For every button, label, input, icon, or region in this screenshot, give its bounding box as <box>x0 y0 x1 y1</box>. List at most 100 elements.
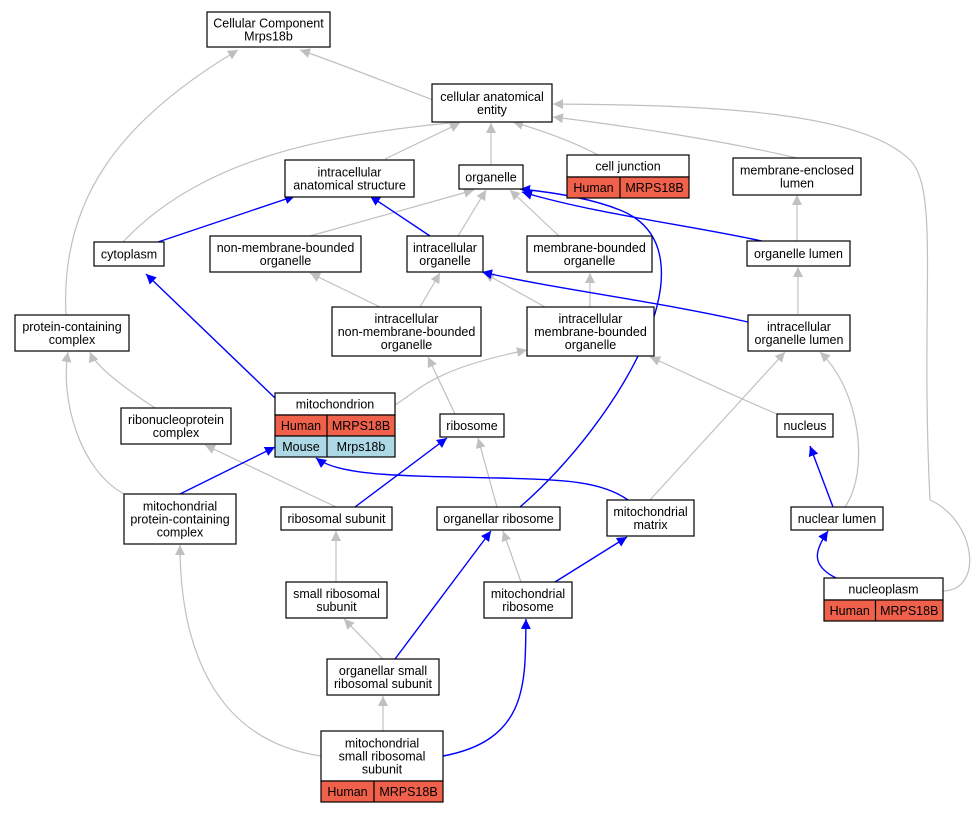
node-box <box>331 306 482 357</box>
node-label-line: mitochondrial <box>613 505 687 519</box>
annotation-gene: MRPS18B <box>332 419 390 433</box>
edge-cae-to-root <box>299 48 434 101</box>
orib-node[interactable]: organellar ribosome <box>436 506 561 531</box>
node-box <box>209 235 362 273</box>
node-label-line: organelle <box>465 171 516 185</box>
node-box <box>483 581 573 619</box>
edge-inmbo-to-nmbo <box>309 272 381 308</box>
edge-mrib-to-mmatrix <box>554 536 628 583</box>
nlumen-node[interactable]: nuclear lumen <box>790 506 884 531</box>
ribosome-node[interactable]: ribosome <box>439 413 505 438</box>
edge-pcc-to-root <box>65 49 239 316</box>
node-label-line: intracellular <box>413 241 477 255</box>
node-box <box>280 506 393 531</box>
edge-orib-to-ribosome <box>475 437 498 508</box>
edge-orib-to-organelle <box>519 185 663 508</box>
annotation-species: Human <box>327 785 367 799</box>
node-label-line: entity <box>477 103 508 117</box>
edge-mito-to-imbo <box>394 347 528 406</box>
node-box <box>406 235 484 273</box>
rsu-node[interactable]: ribosomal subunit <box>280 506 393 531</box>
node-label-line: intracellular <box>559 312 623 326</box>
node-box <box>606 499 695 537</box>
edge-imbo-to-io <box>483 272 546 308</box>
node-label-line: membrane-bounded <box>534 325 647 339</box>
edge-mpcc-to-pcc <box>61 351 125 495</box>
node-label-line: membrane-enclosed <box>740 164 854 178</box>
node-box <box>526 235 653 273</box>
node-box <box>431 83 553 123</box>
node-label-line: nucleoplasm <box>848 583 918 597</box>
edge-ol-to-organelle <box>521 190 767 243</box>
edge-mpcc-to-mito <box>179 446 276 495</box>
node-label-line: organelle <box>564 254 615 268</box>
annotation-species: Human <box>281 419 321 433</box>
edge-mmatrix-to-mito <box>315 457 629 501</box>
edge-nucleoplasm-to-nlumen <box>816 530 837 579</box>
edge-mel-to-cae <box>552 113 798 159</box>
edge-io-to-ias <box>369 195 431 237</box>
node-label-line: protein-containing <box>22 320 121 334</box>
ol-node[interactable]: organelle lumen <box>746 240 851 267</box>
annotation-cell-bg <box>823 599 944 622</box>
edge-mmatrix-to-iol <box>649 351 786 501</box>
edge-osrsu-to-orib <box>394 530 492 660</box>
node-box <box>747 314 851 352</box>
edge-celljunction-to-cae <box>512 120 599 156</box>
edges <box>61 48 971 757</box>
node-box <box>790 506 884 531</box>
node-label-line: mitochondrial <box>345 737 419 751</box>
edge-inmbo-to-io <box>419 272 441 308</box>
edge-mbo-to-organelle <box>509 189 560 237</box>
edge-io-to-organelle <box>457 189 487 237</box>
node-label-line: intracellular <box>767 320 831 334</box>
node-label-line: small ribosomal <box>339 750 426 764</box>
edge-rsu-to-ribosome <box>354 437 448 508</box>
annotation-gene: MRPS18B <box>625 181 683 195</box>
nucleus-node[interactable]: nucleus <box>776 413 834 438</box>
node-box <box>326 658 440 696</box>
annotation-row-human: Human MRPS18B <box>274 414 396 437</box>
node-label-line: non-membrane-bounded <box>338 325 476 339</box>
node-label-line: ribosomal subunit <box>288 512 386 526</box>
edge-mrib-to-orib <box>501 530 522 583</box>
edge-rsu-to-rnp <box>204 444 337 508</box>
node-label-line: ribosome <box>502 600 553 614</box>
organelle-node[interactable]: organelle <box>458 164 524 190</box>
node-label-line: organelle <box>260 254 311 268</box>
node-label-line: organelle lumen <box>755 333 844 347</box>
node-box <box>206 11 331 48</box>
annotation-cell-bg <box>320 780 444 803</box>
edge-ias-to-cae <box>384 122 461 160</box>
node-label-line: organelle <box>565 338 616 352</box>
node-label-line: mitochondrion <box>296 398 375 412</box>
cytoplasm-node[interactable]: cytoplasm <box>93 241 165 267</box>
annotation-gene: MRPS18B <box>880 604 938 618</box>
node-box <box>123 493 237 545</box>
node-label-line: organellar small <box>339 664 427 678</box>
inmbo-node[interactable]: intracellularnon-membrane-boundedorganel… <box>331 306 482 357</box>
